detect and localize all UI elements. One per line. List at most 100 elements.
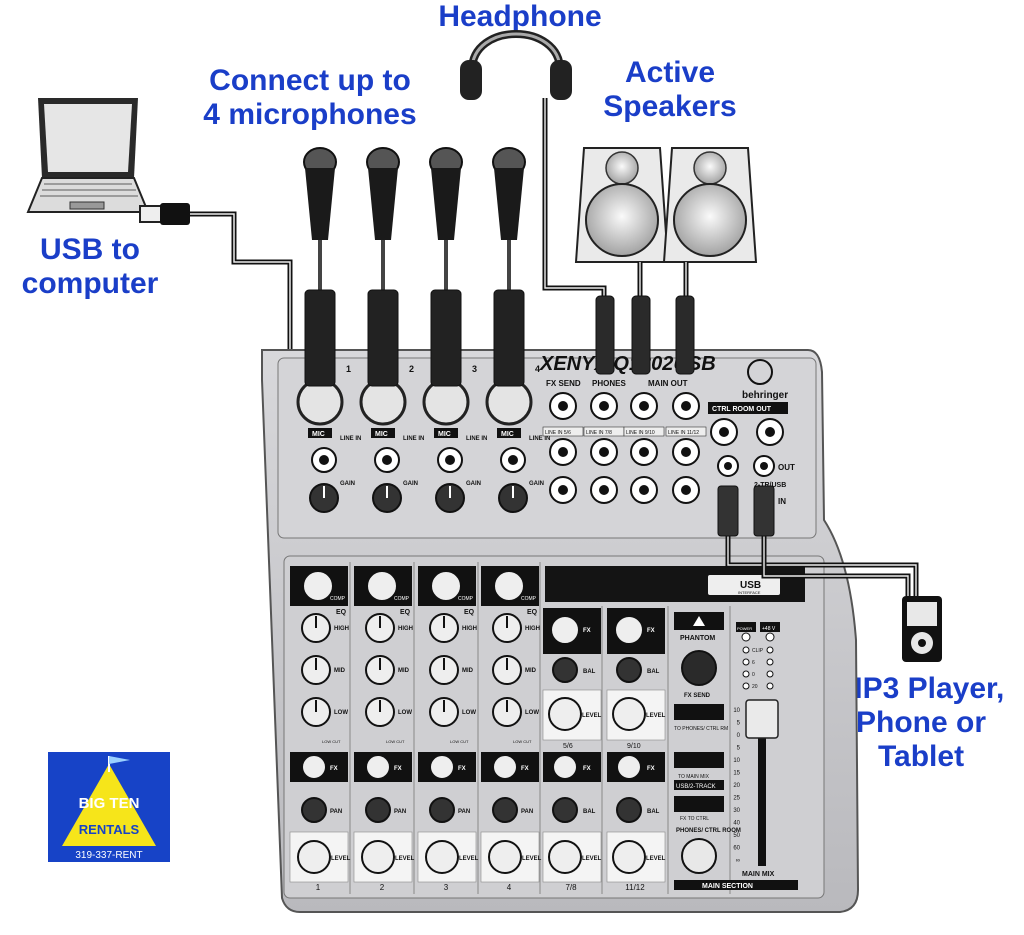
fx-knob[interactable] <box>301 754 327 780</box>
level-knob[interactable] <box>361 840 395 874</box>
active-speaker-right-icon <box>662 147 758 263</box>
eq-band-label: LOW <box>334 710 348 716</box>
fader-tick-label: 15 <box>733 771 740 777</box>
bal-knob[interactable] <box>616 657 642 683</box>
speakers-label: Active Speakers <box>560 56 780 124</box>
level-knob[interactable] <box>488 840 522 874</box>
usb-cable <box>190 211 293 352</box>
eq-band-label: MID <box>525 668 537 674</box>
eq-label: EQ <box>400 609 411 616</box>
mic-label: MIC <box>375 431 388 438</box>
level-knob[interactable] <box>548 840 582 874</box>
mp3-label-line2: Phone or <box>855 706 986 739</box>
fx-label: FX <box>394 766 402 772</box>
pan-knob[interactable] <box>301 797 327 823</box>
comp-label: COMP <box>521 596 537 602</box>
stereo-jack-column: LINE IN 7/8 <box>583 392 625 504</box>
xlr-input[interactable] <box>296 378 344 426</box>
level-knob[interactable] <box>297 840 331 874</box>
line-in-label: LINE IN <box>403 436 424 442</box>
main-fx-send-knob[interactable] <box>681 650 717 686</box>
xlr-input[interactable] <box>485 378 533 426</box>
comp-knob[interactable] <box>493 570 525 602</box>
bal-knob[interactable] <box>552 657 578 683</box>
main-out-label: MAIN OUT <box>648 379 688 388</box>
microphones-label-line1: Connect up to <box>209 64 411 97</box>
comp-knob[interactable] <box>430 570 462 602</box>
mixer-model-text: XENYX Q1202USB <box>539 353 716 375</box>
fader-tick-label: 40 <box>733 821 740 827</box>
channel-name: 2 <box>380 883 385 892</box>
laptop-icon <box>26 98 150 213</box>
eq-band-label: HIGH <box>334 626 349 632</box>
pan-knob[interactable] <box>365 797 391 823</box>
main-section: PHANTOM FX SEND TO PHONES/ CTRL RM TO MA… <box>674 612 798 890</box>
eq-band-label: HIGH <box>398 626 413 632</box>
comp-knob[interactable] <box>366 570 398 602</box>
fx-knob[interactable] <box>616 754 642 780</box>
microphones <box>303 147 526 387</box>
meter-led <box>742 682 750 690</box>
to-main-mix-button[interactable] <box>674 752 724 768</box>
phantom-label: PHANTOM <box>680 635 715 642</box>
fx-knob[interactable] <box>492 754 518 780</box>
line-in-label: LINE IN 9/10 <box>626 430 655 436</box>
fx-knob[interactable] <box>365 754 391 780</box>
eq-band-label: HIGH <box>525 626 540 632</box>
comp-knob[interactable] <box>302 570 334 602</box>
meter-led <box>766 670 774 678</box>
level-knob[interactable] <box>612 697 646 731</box>
fx-knob[interactable] <box>552 754 578 780</box>
xlr-input[interactable] <box>422 378 470 426</box>
usb-label: USB to computer <box>0 233 180 301</box>
in-label: IN <box>778 497 786 506</box>
fx-knob[interactable] <box>550 615 580 645</box>
bal-label: BAL <box>647 809 660 815</box>
svg-text:FX TO CTRL: FX TO CTRL <box>680 816 709 822</box>
speakers-label-line2: Speakers <box>603 90 737 123</box>
level-knob[interactable] <box>425 840 459 874</box>
bal-knob[interactable] <box>616 797 642 823</box>
eq-band-label: LOW <box>525 710 539 716</box>
fx-to-ctrl-button[interactable] <box>674 796 724 812</box>
to-phones-button[interactable] <box>674 704 724 720</box>
gain-label: GAIN <box>340 481 355 487</box>
main-mix-fader[interactable] <box>745 699 779 739</box>
behringer-logo: behringer <box>742 359 788 401</box>
xlr-input[interactable] <box>359 378 407 426</box>
bal-knob[interactable] <box>552 797 578 823</box>
pan-label: PAN <box>394 809 406 815</box>
phones-ctrl-room-knob[interactable] <box>681 838 717 874</box>
mp3-label-line1: MP3 Player, <box>837 672 1005 705</box>
comp-label: COMP <box>394 596 410 602</box>
level-knob[interactable] <box>548 697 582 731</box>
line-in-label: LINE IN <box>529 436 550 442</box>
fx-knob[interactable] <box>614 615 644 645</box>
level-knob[interactable] <box>612 840 646 874</box>
svg-text:behringer: behringer <box>742 390 788 401</box>
fader-tick-label: 0 <box>737 733 741 739</box>
low-cut-label: LOW CUT <box>386 739 405 744</box>
svg-text:TO PHONES/ CTRL RM: TO PHONES/ CTRL RM <box>674 726 728 732</box>
svg-text:PHONES/ CTRL ROOM: PHONES/ CTRL ROOM <box>676 828 741 834</box>
mic-label: MIC <box>438 431 451 438</box>
fx-knob[interactable] <box>429 754 455 780</box>
fx-label: FX <box>458 766 466 772</box>
eq-band-label: LOW <box>462 710 476 716</box>
meter-led <box>766 658 774 666</box>
gain-label: GAIN <box>466 481 481 487</box>
fader-tick-label: 30 <box>733 808 740 814</box>
svg-text:USB: USB <box>740 580 761 591</box>
pan-knob[interactable] <box>429 797 455 823</box>
usb-plug-icon <box>139 203 190 225</box>
meter-led <box>742 658 750 666</box>
active-speaker-left-icon <box>574 147 670 263</box>
stereo-jack-column: LINE IN 5/6 <box>542 392 584 504</box>
pan-knob[interactable] <box>492 797 518 823</box>
